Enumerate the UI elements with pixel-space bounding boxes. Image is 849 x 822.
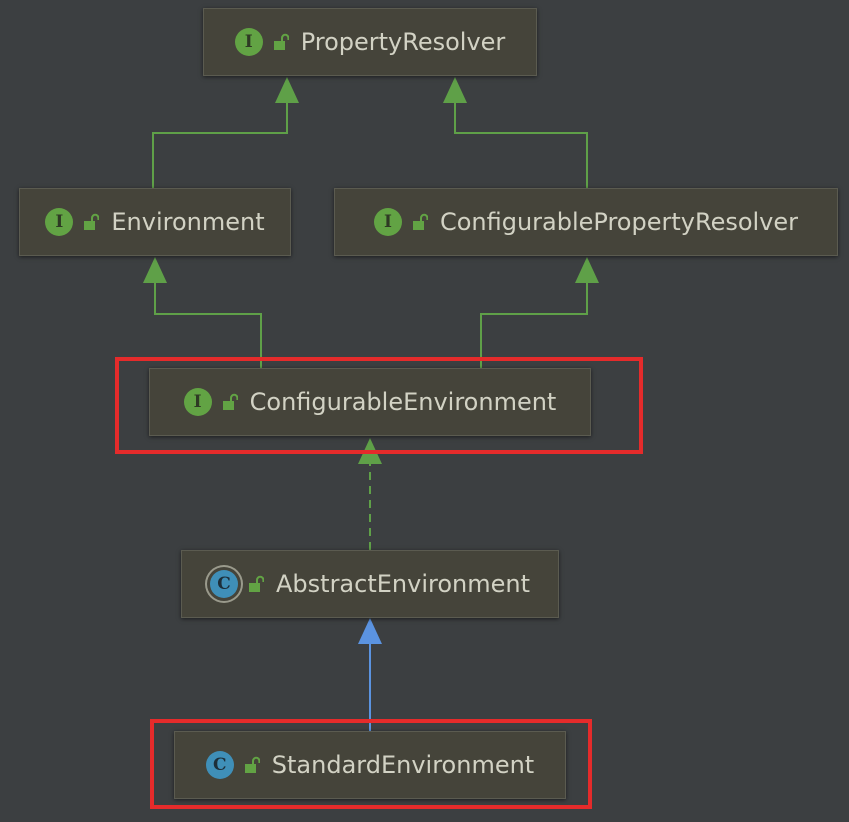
node-label: AbstractEnvironment [276, 570, 530, 598]
highlight-standard-environment [150, 719, 592, 809]
node-configurable-environment[interactable]: I ConfigurableEnvironment [149, 368, 591, 436]
interface-icon: I [183, 388, 212, 416]
node-label: Environment [111, 208, 265, 236]
node-environment[interactable]: I Environment [19, 188, 291, 256]
unlocked-icon [222, 393, 238, 410]
interface-icon: I [234, 28, 263, 56]
edge-environment-to-property-resolver [152, 77, 299, 188]
node-label: ConfigurableEnvironment [249, 388, 557, 416]
edge-abstract-environment-to-configurable-environment [358, 438, 382, 550]
highlight-configurable-environment [115, 357, 643, 454]
node-property-resolver[interactable]: I PropertyResolver [203, 8, 537, 76]
node-label: ConfigurablePropertyResolver [439, 208, 799, 236]
unlocked-icon [244, 756, 260, 773]
edge-configurable-environment-to-environment [143, 257, 262, 368]
abstract-class-icon: C [210, 570, 238, 598]
unlocked-icon [84, 213, 100, 230]
node-abstract-environment[interactable]: C AbstractEnvironment [181, 550, 559, 618]
unlocked-icon [249, 575, 264, 592]
class-icon: C [205, 751, 234, 779]
node-configurable-property-resolver[interactable]: I ConfigurablePropertyResolver [334, 188, 838, 256]
node-label: PropertyResolver [300, 28, 506, 56]
node-standard-environment[interactable]: C StandardEnvironment [174, 731, 566, 799]
edge-standard-environment-to-abstract-environment [358, 618, 382, 731]
interface-icon: I [373, 208, 402, 236]
interface-icon: I [45, 208, 74, 236]
edge-configurable-property-resolver-to-property-resolver [443, 77, 588, 188]
node-label: StandardEnvironment [271, 751, 535, 779]
unlocked-icon [412, 213, 428, 230]
unlocked-icon [273, 33, 289, 50]
edge-configurable-environment-to-configurable-property-resolver [480, 257, 599, 368]
